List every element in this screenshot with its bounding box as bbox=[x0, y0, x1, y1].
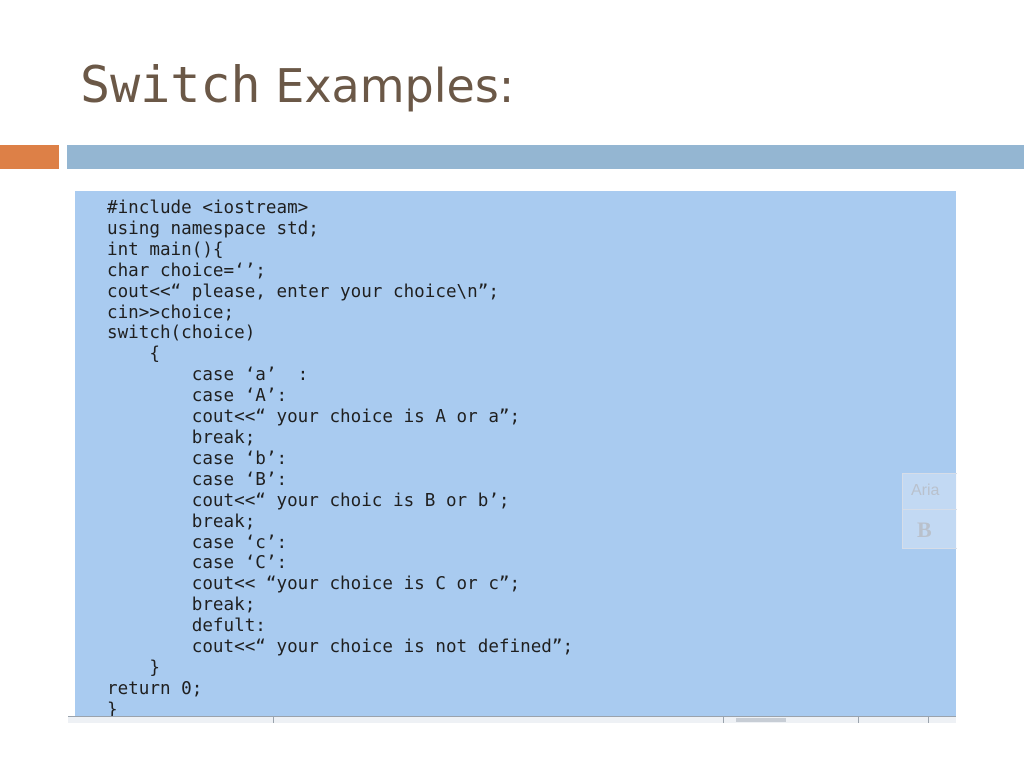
scroll-thumb bbox=[736, 718, 786, 722]
code-listing: #include <iostream> using namespace std;… bbox=[107, 198, 574, 720]
code-screenshot: #include <iostream> using namespace std;… bbox=[75, 191, 956, 720]
horizontal-scrollbar bbox=[68, 716, 956, 723]
scroll-tick bbox=[723, 717, 724, 723]
faded-format-toolbar: Aria B bbox=[902, 473, 957, 549]
title-rest: Examples: bbox=[275, 59, 515, 113]
font-name-field: Aria bbox=[911, 482, 940, 499]
scroll-tick bbox=[273, 717, 274, 723]
title-divider-bar bbox=[67, 145, 1024, 169]
scroll-tick bbox=[928, 717, 929, 723]
title-code-word: Switch bbox=[80, 56, 261, 114]
title-accent-bar bbox=[0, 145, 59, 169]
title-text: Examples: bbox=[261, 59, 515, 113]
bold-icon: B bbox=[917, 517, 932, 542]
slide-title: Switch Examples: bbox=[80, 50, 514, 120]
scroll-tick bbox=[858, 717, 859, 723]
toolbar-divider bbox=[903, 509, 957, 510]
